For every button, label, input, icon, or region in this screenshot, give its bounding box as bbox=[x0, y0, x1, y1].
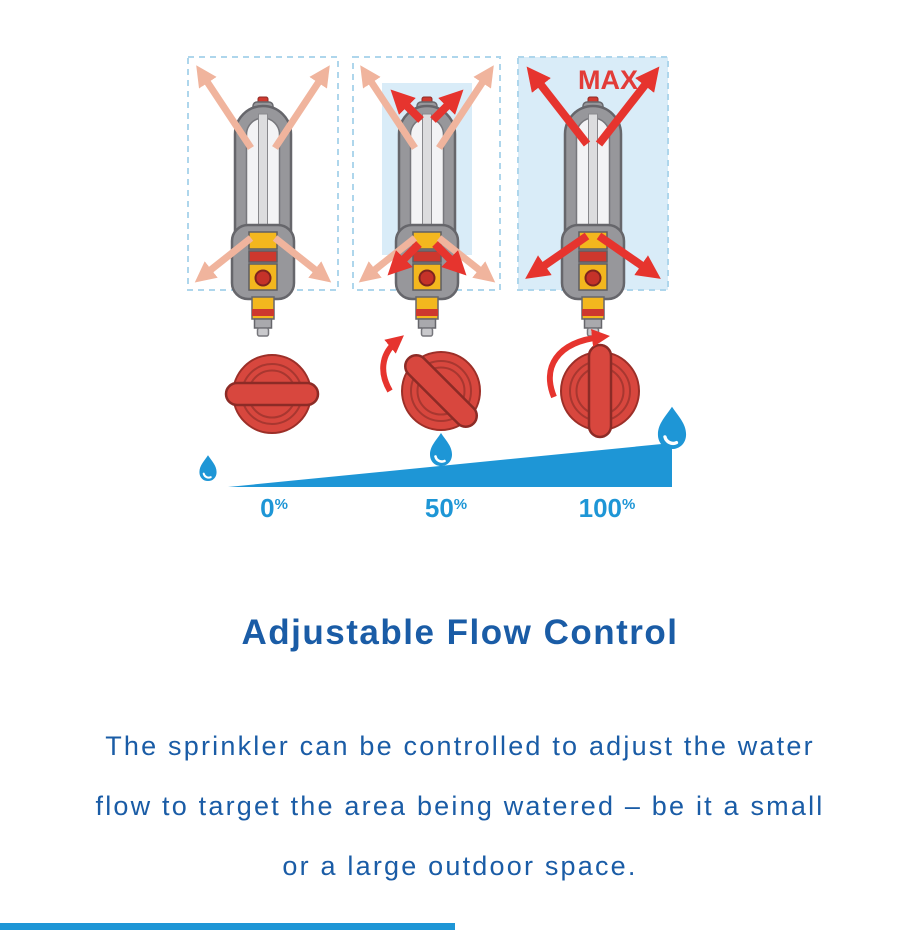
dial-position-50 bbox=[379, 329, 503, 453]
rotate-arrow-icon bbox=[380, 335, 404, 393]
flow-label-100: 100% bbox=[579, 493, 636, 523]
flow-control-figure: MAX 0% 50% 100% bbox=[187, 56, 688, 523]
dial-position-100 bbox=[547, 329, 641, 439]
spray-panel-mid bbox=[352, 56, 501, 338]
spray-arrows-pale bbox=[194, 65, 332, 283]
flow-ramp bbox=[228, 443, 672, 487]
sprinkler-icon bbox=[560, 95, 626, 338]
description-line: The sprinkler can be controlled to adjus… bbox=[105, 731, 815, 761]
spray-arrows-red bbox=[525, 66, 661, 279]
description-line: flow to target the area being watered – … bbox=[95, 791, 825, 821]
description-text: The sprinkler can be controlled to adjus… bbox=[0, 716, 920, 896]
rotate-arrow-icon bbox=[547, 329, 610, 399]
water-drop-icon-small bbox=[198, 454, 218, 483]
page-title: Adjustable Flow Control bbox=[241, 613, 679, 652]
spray-panel-min bbox=[187, 56, 339, 338]
max-label: MAX bbox=[578, 65, 638, 95]
water-drop-icon-medium bbox=[428, 431, 454, 468]
flow-label-50: 50% bbox=[425, 493, 467, 523]
water-drop-icon-large bbox=[656, 405, 688, 451]
description-line: or a large outdoor space. bbox=[282, 851, 638, 881]
bottom-section-divider bbox=[0, 923, 455, 930]
dial-position-0 bbox=[224, 353, 320, 435]
flow-label-0: 0% bbox=[260, 493, 288, 523]
spray-arrows-red bbox=[387, 89, 467, 276]
spray-panel-max: MAX bbox=[517, 56, 669, 338]
spray-area-outline bbox=[187, 56, 339, 291]
